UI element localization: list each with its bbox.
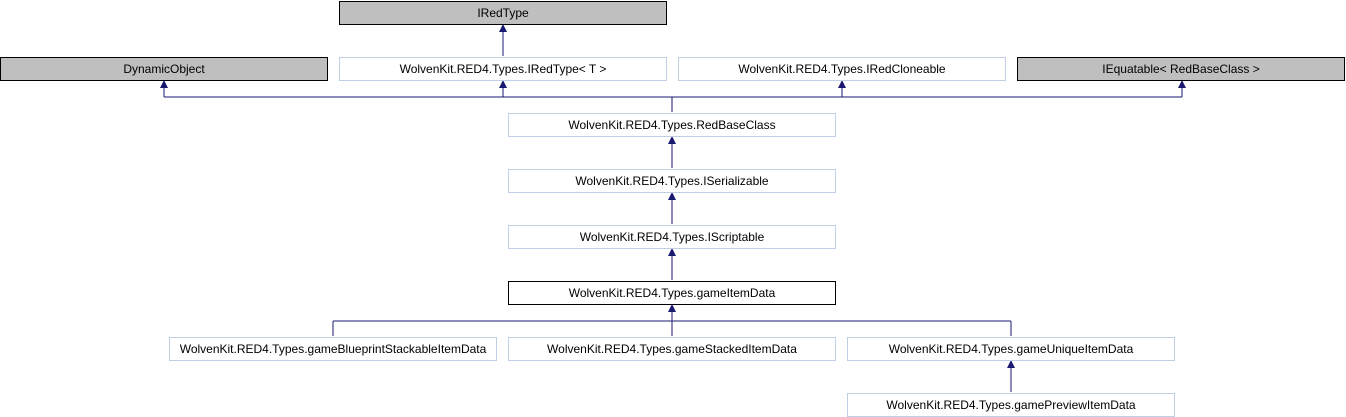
- node-redbaseclass[interactable]: WolvenKit.RED4.Types.RedBaseClass: [508, 113, 836, 137]
- node-iserializable[interactable]: WolvenKit.RED4.Types.ISerializable: [508, 169, 836, 193]
- node-gameitemdata: WolvenKit.RED4.Types.gameItemData: [508, 281, 836, 305]
- node-iredcloneable[interactable]: WolvenKit.RED4.Types.IRedCloneable: [678, 57, 1006, 81]
- node-dynamicobject: DynamicObject: [0, 57, 328, 81]
- node-gamestackeditemdata[interactable]: WolvenKit.RED4.Types.gameStackedItemData: [508, 337, 836, 361]
- node-iredtype-t[interactable]: WolvenKit.RED4.Types.IRedType< T >: [339, 57, 667, 81]
- node-gameuniqueitemdata[interactable]: WolvenKit.RED4.Types.gameUniqueItemData: [847, 337, 1175, 361]
- node-gameblueprintstackableitemdata[interactable]: WolvenKit.RED4.Types.gameBlueprintStacka…: [169, 337, 497, 361]
- node-iscriptable[interactable]: WolvenKit.RED4.Types.IScriptable: [508, 225, 836, 249]
- node-iredtype: IRedType: [339, 1, 667, 25]
- node-iequatable: IEquatable< RedBaseClass >: [1017, 57, 1345, 81]
- node-gamepreviewitemdata[interactable]: WolvenKit.RED4.Types.gamePreviewItemData: [847, 393, 1175, 417]
